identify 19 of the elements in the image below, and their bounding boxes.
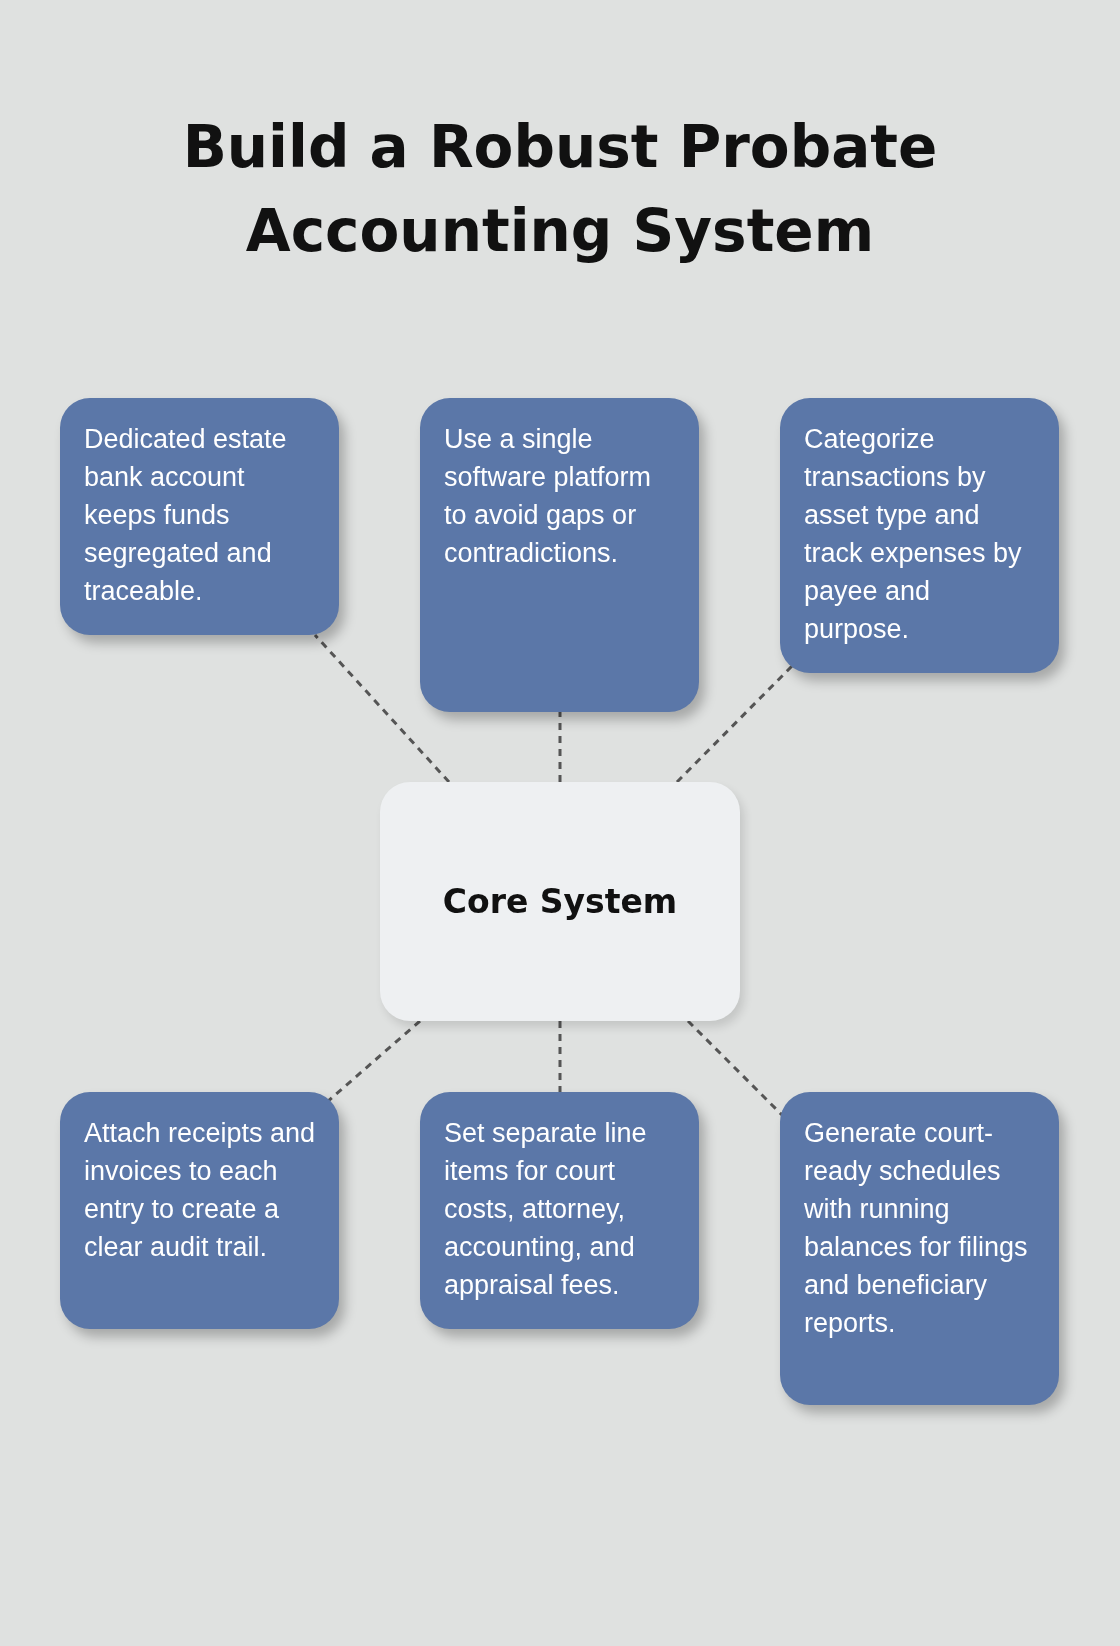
- info-card: [780, 398, 1059, 673]
- info-card: [780, 1092, 1059, 1405]
- dashed-connector: [558, 1021, 562, 1092]
- card-text: Categorize transactions by asset type and track expenses by payee and purpose.: [804, 423, 1023, 646]
- card-text: Dedicated estate bank account keeps funds segregated and traceable.: [84, 423, 288, 608]
- info-card: [420, 1092, 699, 1329]
- title: Build a Robust Probate Accounting System: [181, 112, 939, 267]
- core-box: [380, 782, 740, 1021]
- info-card: [60, 1092, 339, 1329]
- info-card: [420, 398, 699, 712]
- card-text: Attach receipts and invoices to each entry to create a clear audit trail.: [84, 1117, 317, 1264]
- card-text: Generate court-ready schedules with running balances for filings and beneficiary reports.: [804, 1117, 1029, 1340]
- dashed-connector: [675, 664, 794, 784]
- info-card: [60, 398, 339, 635]
- card-text: Set separate line items for court costs, attorney, accounting, and appraisal fees.: [444, 1117, 648, 1302]
- card-text: Core System: [442, 882, 678, 921]
- card-text: Use a single software platform to avoid gaps or contradictions.: [444, 423, 653, 570]
- dashed-connector: [313, 634, 451, 783]
- dashed-connector: [558, 712, 562, 782]
